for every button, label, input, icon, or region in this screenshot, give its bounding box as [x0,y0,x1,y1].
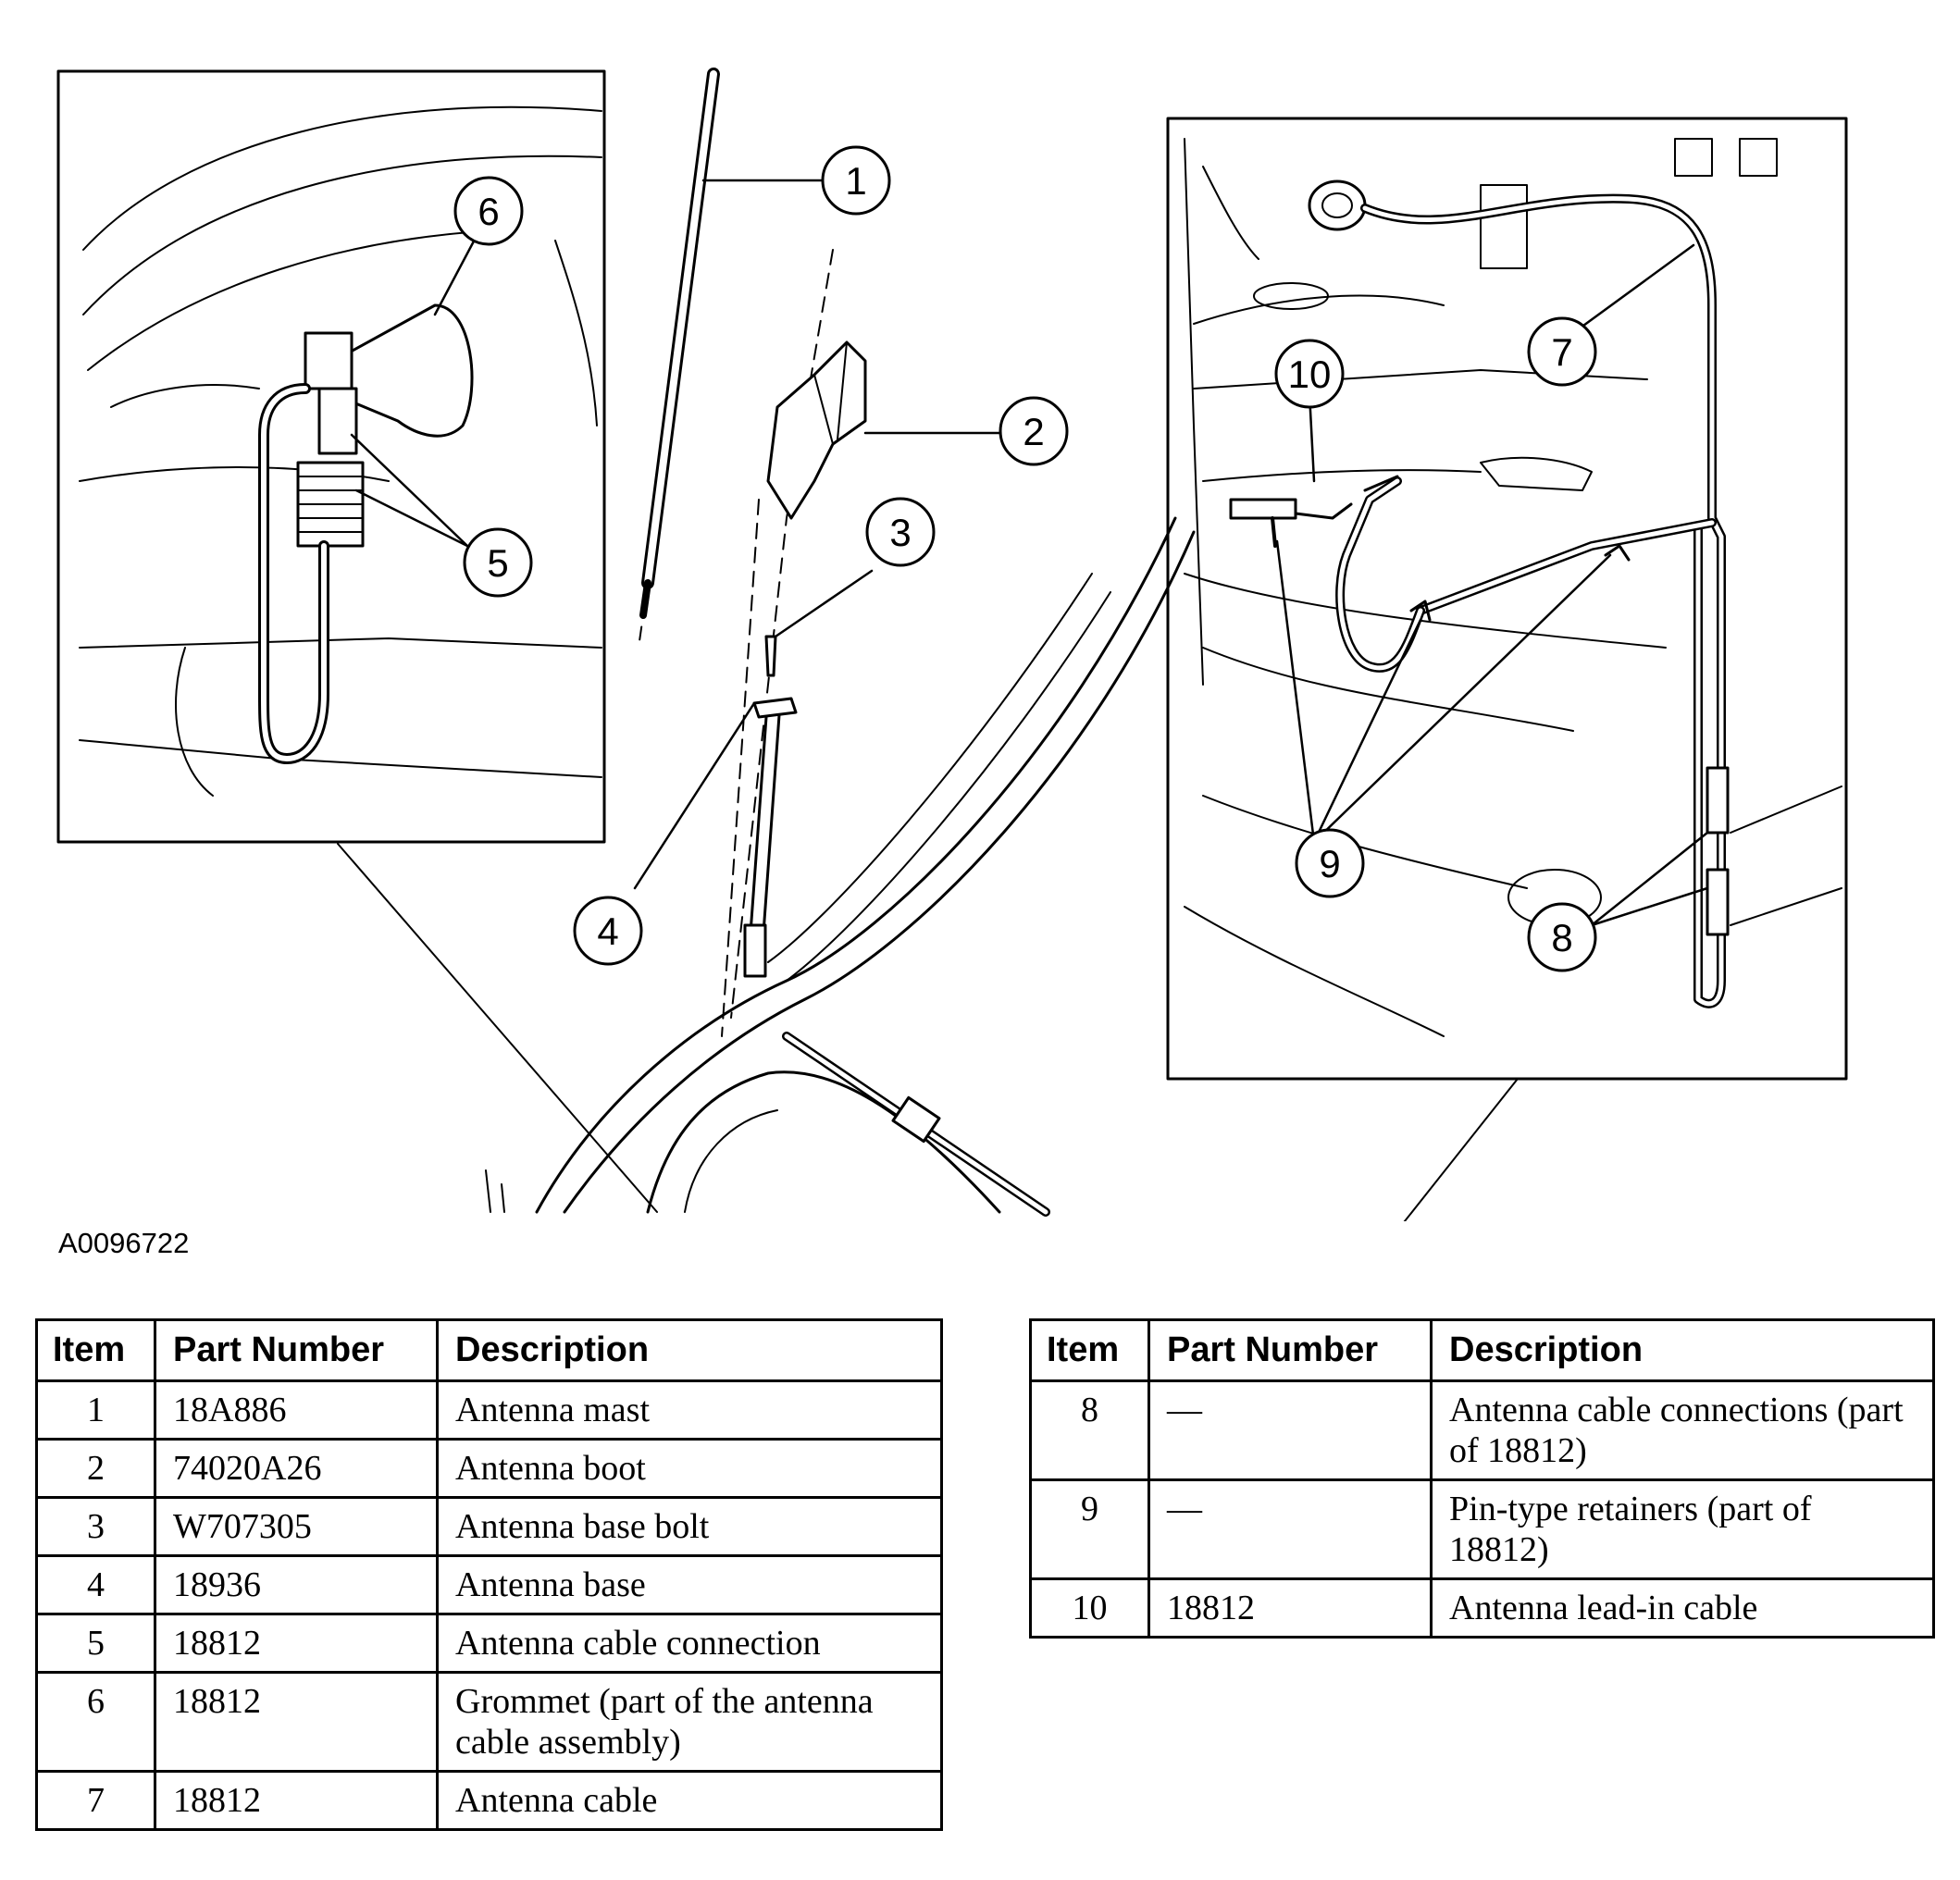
antenna-exploded-diagram: 1 2 3 4 5 6 7 8 9 10 [56,68,1848,1221]
callout-label-7: 7 [1551,330,1572,374]
item-cell: 8 [1029,1379,1150,1481]
column-header-item: Item [1029,1318,1150,1382]
item-cell: 9 [1029,1478,1150,1580]
description-cell: Antenna base [436,1554,943,1615]
callout-label-4: 4 [597,909,618,953]
table-row: 5 18812 Antenna cable connection [35,1613,943,1674]
callout-circle-3 [865,497,936,567]
description-cell: Pin-type retainers (part of 18812) [1430,1478,1935,1580]
table-row: 10 18812 Antenna lead-in cable [1029,1577,1935,1639]
callout-label-9: 9 [1319,842,1340,885]
mast-assembly-detail [337,68,1519,1221]
item-cell: 5 [35,1613,156,1674]
callout-circle-2 [999,396,1069,466]
table-row: 7 18812 Antenna cable [35,1770,943,1831]
table-header-row: Item Part Number Description [1029,1318,1935,1382]
callout-circle-4 [573,896,643,966]
callout-label-6: 6 [478,190,499,233]
part-number-cell: — [1147,1379,1433,1481]
callout-circle-1 [821,145,891,216]
callout-circle-7 [1527,316,1597,387]
item-cell: 1 [35,1379,156,1441]
item-cell: 10 [1029,1577,1150,1639]
description-cell: Antenna mast [436,1379,943,1441]
callout-circle-10 [1274,339,1345,409]
table-row: 1 18A886 Antenna mast [35,1379,943,1441]
callout-label-8: 8 [1551,916,1572,959]
part-number-cell: 18A886 [154,1379,439,1441]
part-number-cell: 74020A26 [154,1438,439,1499]
description-cell: Antenna boot [436,1438,943,1499]
item-cell: 4 [35,1554,156,1615]
part-number-cell: 18812 [154,1770,439,1831]
part-number-cell: 18936 [154,1554,439,1615]
left-inset-detail [56,69,606,844]
figure-id: A0096722 [58,1227,190,1259]
parts-table-right: Item Part Number Description 8 — Antenna… [1029,1318,1935,1639]
callout-label-1: 1 [845,159,866,203]
table-row: 4 18936 Antenna base [35,1554,943,1615]
description-cell: Antenna cable connections (part of 18812… [1430,1379,1935,1481]
column-header-part-number: Part Number [154,1318,439,1382]
part-number-cell: W707305 [154,1496,439,1557]
callout-circle-6 [453,176,524,246]
description-cell: Grommet (part of the antenna cable assem… [436,1671,943,1773]
callout-circle-8 [1527,902,1597,972]
part-number-cell: 18812 [154,1671,439,1773]
column-header-part-number: Part Number [1147,1318,1433,1382]
parts-table-left: Item Part Number Description 1 18A886 An… [35,1318,943,1831]
table-row: 3 W707305 Antenna base bolt [35,1496,943,1557]
description-cell: Antenna cable [436,1770,943,1831]
callout-label-2: 2 [1023,410,1044,453]
description-cell: Antenna cable connection [436,1613,943,1674]
callout-circle-9 [1295,828,1365,898]
callout-label-5: 5 [487,541,508,585]
callout-label-10: 10 [1288,352,1332,396]
table-header-row: Item Part Number Description [35,1318,943,1382]
description-cell: Antenna base bolt [436,1496,943,1557]
callout-label-3: 3 [889,511,911,554]
callout-circles [453,145,1597,972]
column-header-description: Description [436,1318,943,1382]
item-cell: 7 [35,1770,156,1831]
item-cell: 6 [35,1671,156,1773]
item-cell: 2 [35,1438,156,1499]
part-number-cell: — [1147,1478,1433,1580]
table-row: 9 — Pin-type retainers (part of 18812) [1029,1478,1935,1580]
callout-circle-5 [463,527,533,598]
column-header-item: Item [35,1318,156,1382]
description-cell: Antenna lead-in cable [1430,1577,1935,1639]
table-row: 2 74020A26 Antenna boot [35,1438,943,1499]
part-number-cell: 18812 [1147,1577,1433,1639]
part-number-cell: 18812 [154,1613,439,1674]
item-cell: 3 [35,1496,156,1557]
column-header-description: Description [1430,1318,1935,1382]
table-row: 8 — Antenna cable connections (part of 1… [1029,1379,1935,1481]
right-inset-detail [1166,117,1848,1081]
table-row: 6 18812 Grommet (part of the antenna cab… [35,1671,943,1773]
